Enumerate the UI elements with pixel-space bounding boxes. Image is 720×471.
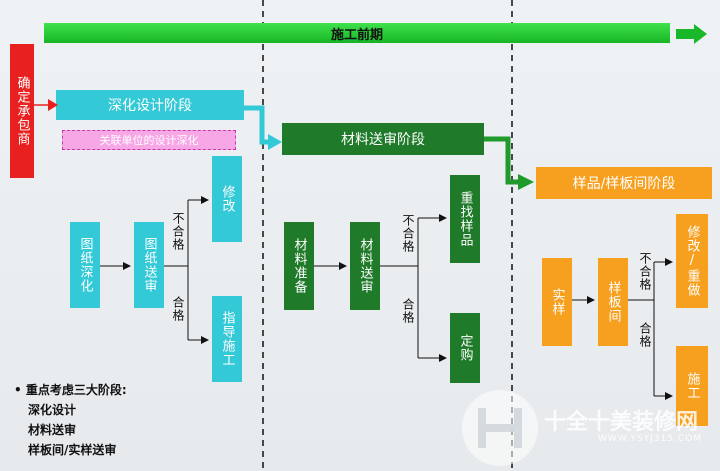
contractor-bar-label: 确定承包商 [14,76,30,146]
stage2-pass-label: 合格 [401,298,415,324]
box-finalize: 定购 [450,313,480,383]
stage1-subtitle: 关联单位的设计深化 [62,130,236,150]
box-material-review: 材料送审 [350,222,380,310]
stage1-fail-label: 不合格 [171,212,185,251]
notes-item: 深化设计 [28,403,77,417]
box-drawing-deepen-label: 图纸深化 [77,237,93,293]
box-material-prep-label: 材料准备 [291,238,307,294]
box-sample-room-label: 样板间 [605,281,621,323]
cyan-elbow-arrow-icon [244,105,282,150]
box-drawing-deepen: 图纸深化 [70,222,100,308]
notes-heading-text: 重点考虑三大阶段: [25,383,127,397]
box-finalize-label: 定购 [457,334,473,362]
notes-heading: • 重点考虑三大阶段: [14,383,127,397]
box-construction: 施工 [676,346,708,426]
stage1-title: 深化设计阶段 [56,90,244,120]
box-construction-label: 施工 [684,372,700,400]
box-revise-redo-label: 修改/重做 [684,225,700,297]
watermark-brand: 十全十美装修网 [544,410,699,435]
box-sample-room: 样板间 [598,258,628,346]
top-banner-title: 施工前期 [330,27,383,43]
notes-item: 样板间/实样送审 [28,443,117,457]
box-find-samples: 重找样品 [450,175,480,263]
box-guide-construction: 指导施工 [212,296,242,382]
box-drawing-review-label: 图纸送审 [141,237,157,293]
box-revise-label: 修改 [219,185,235,213]
box-material-prep: 材料准备 [284,222,314,310]
top-banner: 施工前期 [44,23,670,43]
watermark-url: WWW.YSYJ315.COM [598,434,703,444]
green-elbow-arrow-icon [484,136,534,190]
stage3-title-label: 样品/样板间阶段 [572,176,676,192]
stage1-subtitle-label: 关联单位的设计深化 [99,134,199,147]
box-guide-construction-label: 指导施工 [219,311,235,367]
contractor-bar: 确定承包商 [10,44,34,178]
box-revise: 修改 [212,156,242,242]
stage1-title-label: 深化设计阶段 [108,98,192,114]
box-revise-redo: 修改/重做 [676,214,708,308]
stage2-title: 材料送审阶段 [282,123,484,155]
stage3-fail-label: 不合格 [638,252,652,291]
watermark: 十全十美装修网 WWW.YSYJ315.COM [458,386,720,471]
key-stages-notes: • 重点考虑三大阶段: 深化设计 材料送审 样板间/实样送审 [14,380,127,460]
stage2-fail-label: 不合格 [401,214,415,253]
box-sample-label: 实样 [549,288,565,316]
notes-item: 材料送审 [28,423,77,437]
stage1-pass-label: 合格 [171,296,185,322]
stage3-title: 样品/样板间阶段 [536,167,712,199]
box-drawing-review: 图纸送审 [134,222,164,308]
stage3-pass-label: 合格 [638,322,652,348]
red-arrow-icon [34,99,58,111]
box-find-samples-label: 重找样品 [457,191,473,247]
stage2-title-label: 材料送审阶段 [341,132,425,148]
watermark-logo-icon [462,390,538,466]
banner-arrow-icon [676,24,707,44]
box-material-review-label: 材料送审 [357,238,373,294]
box-sample: 实样 [542,258,572,346]
